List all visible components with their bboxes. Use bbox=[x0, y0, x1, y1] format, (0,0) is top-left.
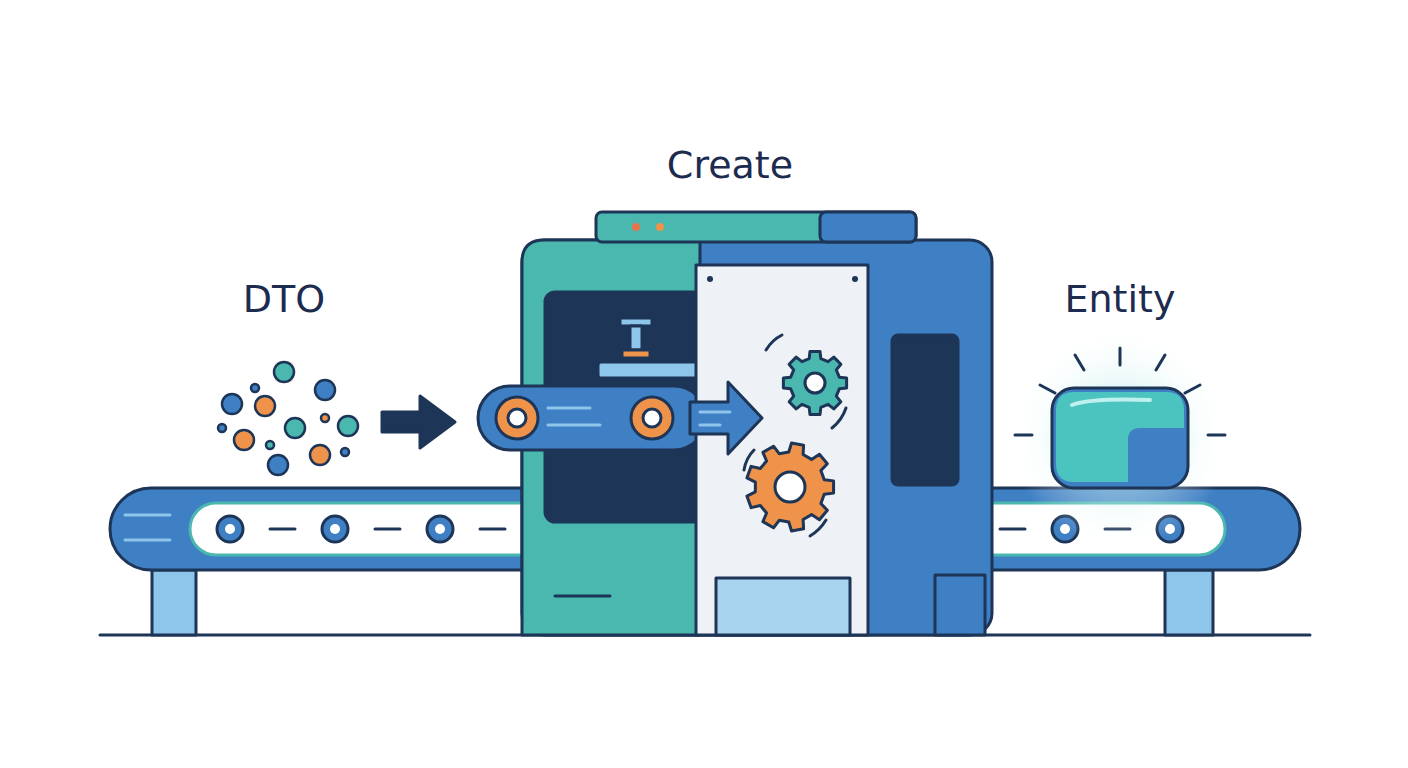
machine-top bbox=[596, 212, 916, 242]
belt-roller bbox=[217, 516, 243, 542]
stage-label: DTO bbox=[243, 279, 325, 321]
stage-label: Create bbox=[667, 145, 793, 187]
process-arrow bbox=[690, 382, 762, 454]
press-plate bbox=[598, 362, 698, 378]
belt-roller bbox=[427, 516, 453, 542]
conveyor-leg bbox=[152, 570, 196, 635]
label-holder: DTO bbox=[243, 279, 325, 321]
machine-window bbox=[892, 335, 958, 485]
label-holder: Entity bbox=[1065, 279, 1176, 321]
belt-roller bbox=[322, 516, 348, 542]
front-panel bbox=[696, 265, 868, 635]
inner-belt bbox=[478, 386, 706, 450]
gear-icon bbox=[783, 351, 846, 414]
dto-particles bbox=[218, 362, 358, 475]
stage-label: Entity bbox=[1065, 279, 1176, 321]
panel-door bbox=[716, 578, 850, 635]
gear-icon bbox=[747, 443, 834, 531]
input-arrow bbox=[382, 396, 455, 448]
label-holder: Create bbox=[667, 145, 793, 187]
conveyor-leg bbox=[1165, 570, 1213, 635]
entity-object bbox=[1052, 388, 1188, 488]
